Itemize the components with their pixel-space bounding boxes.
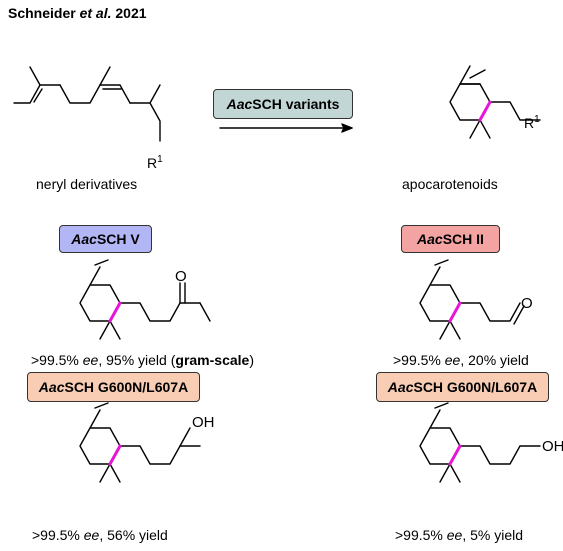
reaction-arrow (219, 123, 353, 133)
example-3-new-bond (108, 444, 122, 466)
example-2-structure (419, 259, 525, 340)
example-4-result: >99.5% ee, 5% yield (395, 527, 524, 543)
example-1-structure (79, 259, 211, 340)
product-label: apocarotenoids (402, 176, 498, 192)
product-new-bond (478, 100, 492, 122)
example-2-result: >99.5% ee, 20% yield (393, 352, 529, 368)
example-1-oxygen-label: O (175, 268, 187, 285)
example-2-oxygen-label: O (521, 295, 533, 312)
example-3-hydroxyl-label: OH (192, 414, 215, 431)
example-4-structure (419, 402, 541, 483)
neryl-derivative-structure (13, 66, 161, 142)
example-2-new-bond (448, 301, 462, 323)
atom-labels: R1 R1 O O OH OH (147, 114, 563, 455)
example-4-hydroxyl-label: OH (542, 438, 563, 455)
new-bond-highlights (108, 100, 492, 466)
example-3-structure (79, 402, 201, 483)
example-1-result: >99.5% ee, 95% yield (gram-scale) (31, 352, 254, 368)
example-1-new-bond (108, 301, 122, 323)
title-year: 2021 (115, 5, 147, 21)
title-etal: et al. (79, 5, 112, 21)
product-r-group: R1 (524, 114, 540, 131)
substrate-r-group: R1 (147, 154, 163, 171)
figure-title: Schneider et al. 2021 (8, 5, 147, 21)
substrate-label: neryl derivatives (36, 176, 138, 192)
example-4-new-bond (448, 444, 462, 466)
example-3-result: >99.5% ee, 56% yield (32, 527, 168, 543)
title-author: Schneider (8, 5, 76, 21)
